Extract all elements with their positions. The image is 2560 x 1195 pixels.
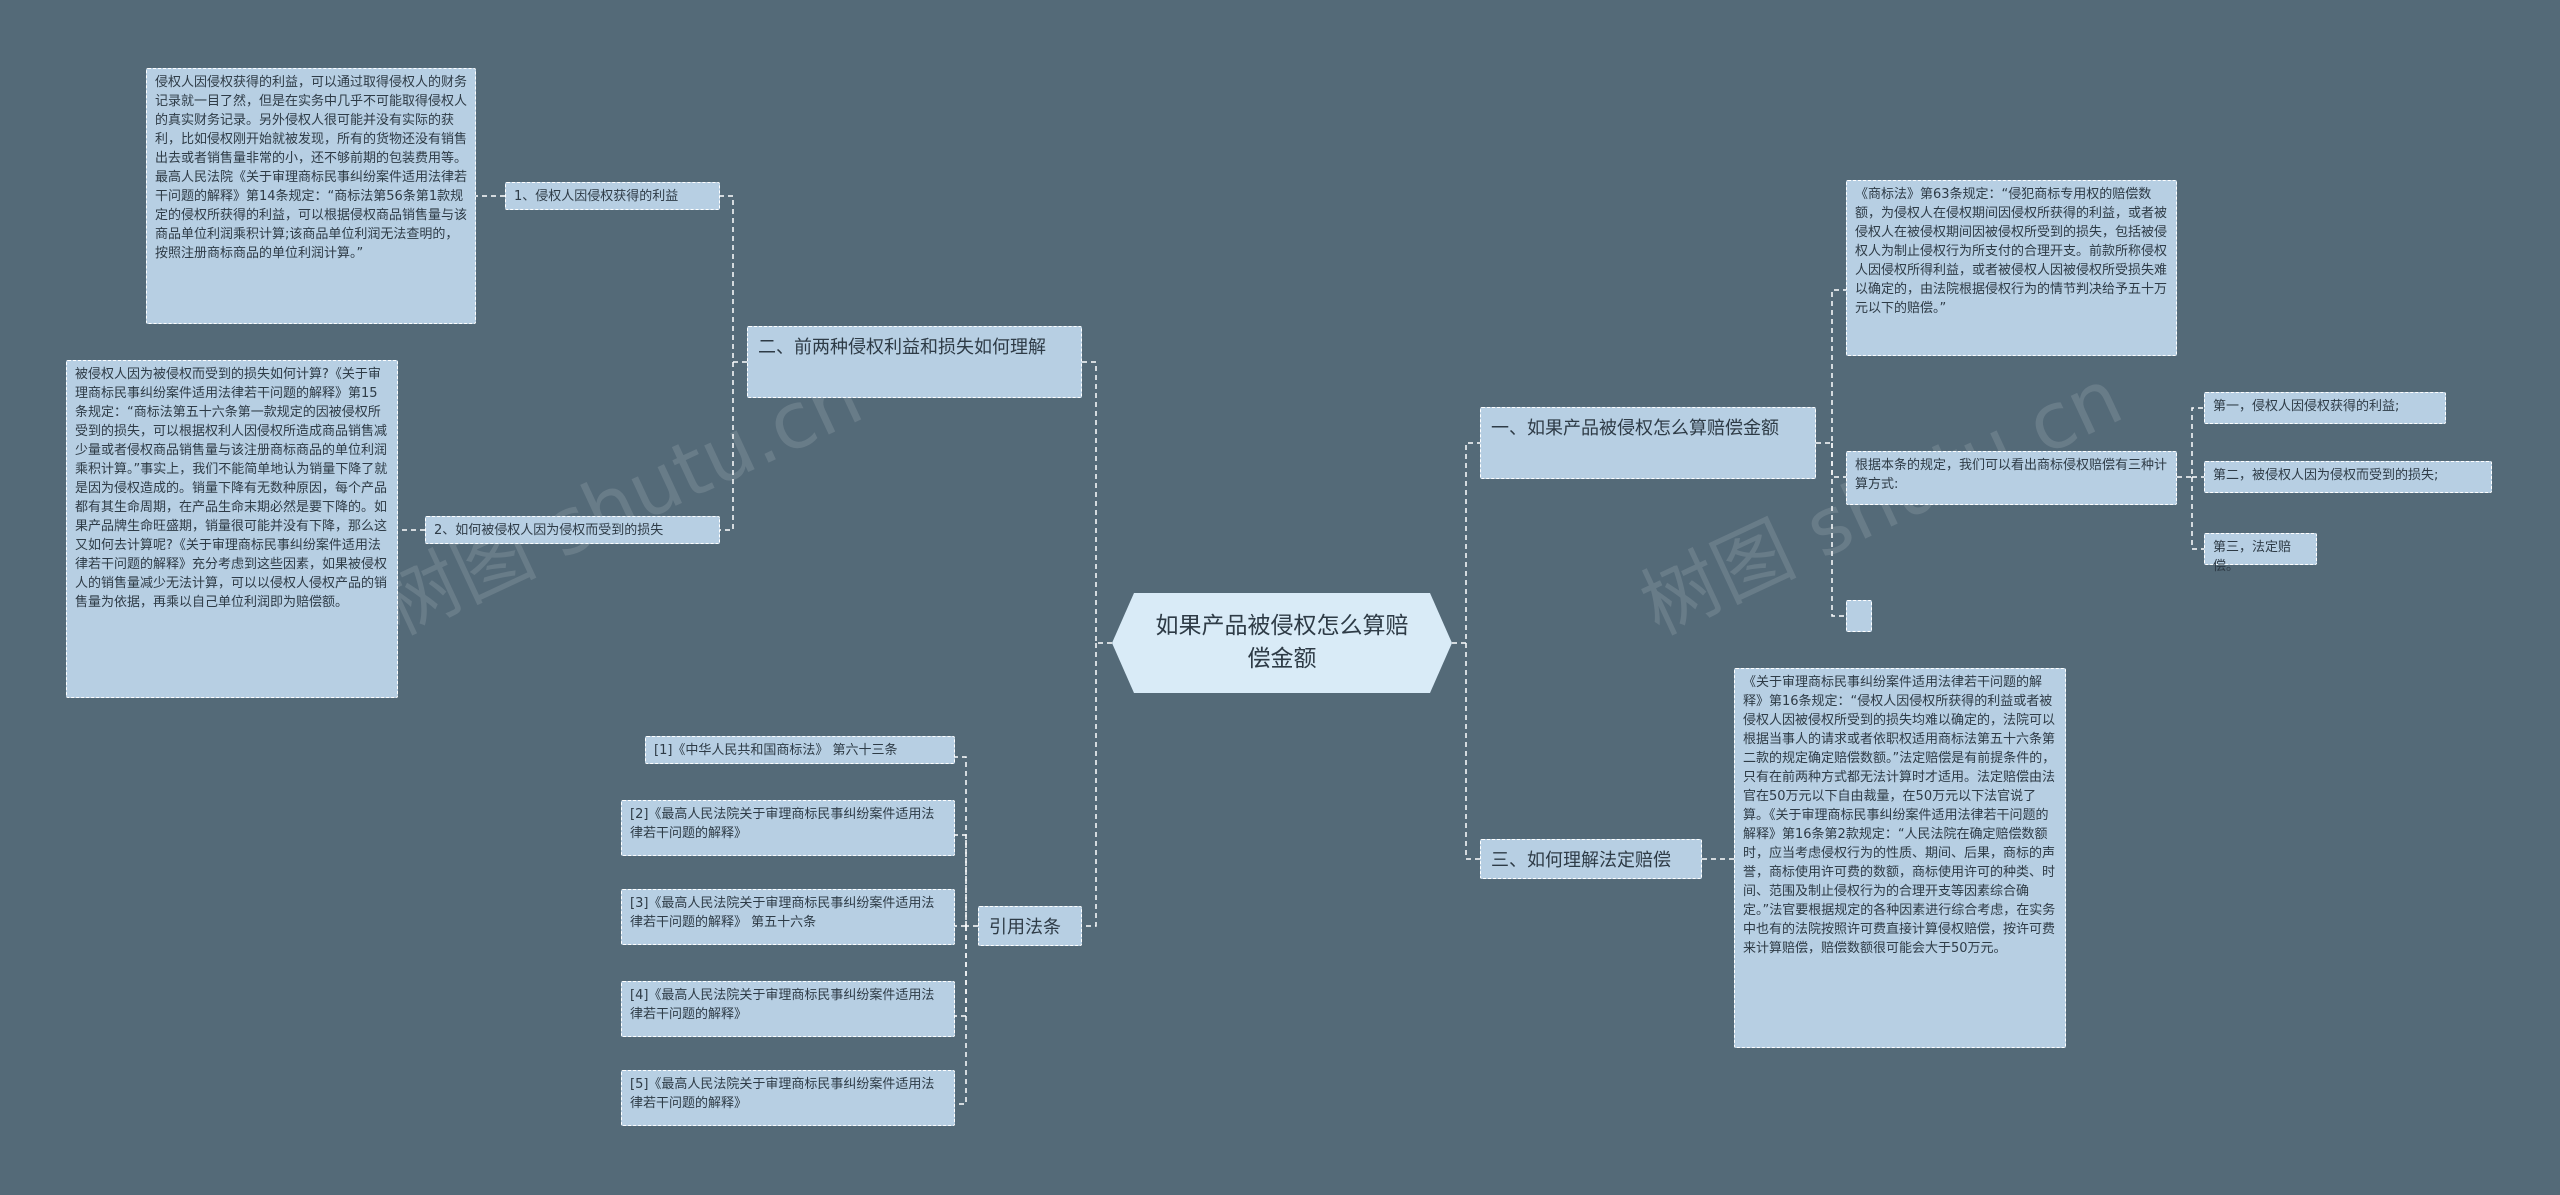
branch-citations[interactable]: 引用法条 bbox=[978, 906, 1082, 946]
citation-item[interactable]: [4]《最高人民法院关于审理商标民事纠纷案件适用法律若干问题的解释》 bbox=[621, 981, 955, 1037]
citation-item[interactable]: [1]《中华人民共和国商标法》 第六十三条 bbox=[645, 736, 955, 764]
citation-item[interactable]: [5]《最高人民法院关于审理商标民事纠纷案件适用法律若干问题的解释》 bbox=[621, 1070, 955, 1126]
root-topic[interactable]: 如果产品被侵权怎么算赔偿金额 bbox=[1112, 593, 1452, 693]
detail-victim-loss[interactable]: 被侵权人因为被侵权而受到的损失如何计算?《关于审理商标民事纠纷案件适用法律若干问… bbox=[66, 360, 398, 698]
method-item[interactable]: 第三，法定赔偿。 bbox=[2204, 533, 2317, 574]
detail-three-methods[interactable]: 根据本条的规定，我们可以看出商标侵权赔偿有三种计算方式: bbox=[1846, 451, 2177, 505]
method-item[interactable]: 第二，被侵权人因为侵权而受到的损失; bbox=[2204, 461, 2492, 493]
citation-item[interactable]: [2]《最高人民法院关于审理商标民事纠纷案件适用法律若干问题的解释》 bbox=[621, 800, 955, 856]
branch-how-to-calculate[interactable]: 一、如果产品被侵权怎么算赔偿金额 bbox=[1480, 407, 1816, 479]
sub-topic-victim-loss[interactable]: 2、如何被侵权人因为侵权而受到的损失 bbox=[425, 516, 720, 544]
detail-trademark-law-63[interactable]: 《商标法》第63条规定：“侵犯商标专用权的赔偿数额，为侵权人在侵权期间因侵权所获… bbox=[1846, 180, 2177, 356]
sub-topic-infringer-profit[interactable]: 1、侵权人因侵权获得的利益 bbox=[505, 182, 720, 210]
branch-statutory-damages[interactable]: 三、如何理解法定赔偿 bbox=[1480, 839, 1702, 879]
method-item[interactable]: 第一，侵权人因侵权获得的利益; bbox=[2204, 392, 2446, 424]
detail-statutory-damages[interactable]: 《关于审理商标民事纠纷案件适用法律若干问题的解释》第16条规定：“侵权人因侵权所… bbox=[1734, 668, 2066, 1048]
citation-item[interactable]: [3]《最高人民法院关于审理商标民事纠纷案件适用法律若干问题的解释》 第五十六条 bbox=[621, 889, 955, 945]
detail-infringer-profit[interactable]: 侵权人因侵权获得的利益，可以通过取得侵权人的财务记录就一目了然，但是在实务中几乎… bbox=[146, 68, 476, 324]
branch-interest-and-loss[interactable]: 二、前两种侵权利益和损失如何理解 bbox=[747, 326, 1082, 398]
empty-node[interactable] bbox=[1846, 600, 1872, 632]
